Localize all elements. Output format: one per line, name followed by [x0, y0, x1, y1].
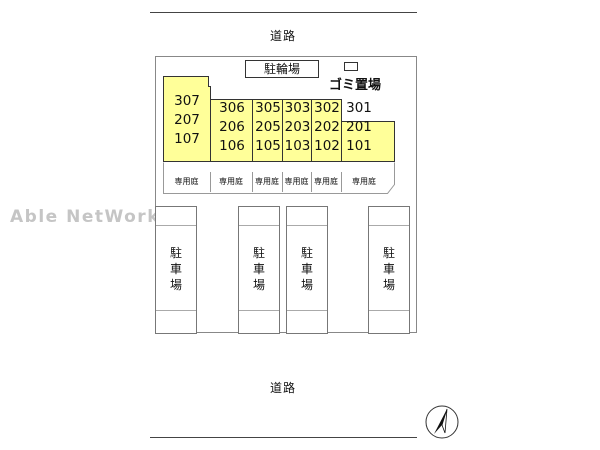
parking-area: 駐 車 場 [286, 206, 328, 334]
private-garden: 専用庭 [352, 177, 376, 186]
parking-label: 駐 車 場 [252, 246, 265, 292]
unit-column-307: 307 207 107 [165, 92, 209, 149]
unit-number: 107 [174, 131, 200, 147]
unit-column-306: 306 206 106 [211, 99, 253, 156]
garbage-area-label: ゴミ置場 [329, 78, 382, 93]
unit-number: 305 [255, 100, 281, 116]
unit-number: 203 [284, 119, 311, 135]
parking-area: 駐 車 場 [238, 206, 280, 334]
unit-number: 102 [314, 138, 340, 154]
unit-column-303: 303 203 103 [283, 99, 312, 156]
parking-label: 駐 車 場 [300, 246, 313, 292]
parking-area: 駐 車 場 [155, 206, 197, 334]
unit-number: 307 [174, 93, 200, 109]
unit-number: 106 [219, 138, 245, 154]
private-garden: 専用庭 [252, 172, 283, 192]
apartment-building: 307 207 107 306 206 106 305 205 105 303 … [163, 76, 395, 162]
garden-outline [163, 162, 395, 194]
private-garden: 専用庭 [311, 172, 342, 192]
unit-number: 205 [255, 119, 281, 135]
unit-number: 303 [284, 100, 311, 116]
unit-column-301: 301 201 101 [342, 99, 376, 156]
private-gardens: 専用庭 専用庭 専用庭 専用庭 専用庭 専用庭 [163, 172, 393, 192]
bicycle-parking: 駐輪場 [245, 60, 319, 78]
unit-number: 101 [346, 138, 372, 154]
bottom-road-label: 道路 [270, 381, 297, 395]
unit-number: 206 [219, 119, 245, 135]
unit-column-302: 302 202 102 [312, 99, 342, 156]
unit-number: 207 [174, 112, 200, 128]
north-arrow-icon [425, 405, 459, 439]
unit-number: 301 [346, 100, 372, 116]
unit-number: 306 [219, 100, 245, 116]
top-road-line [150, 12, 417, 13]
unit-column-305: 305 205 105 [253, 99, 283, 156]
garbage-box-icon [344, 62, 358, 71]
unit-number: 105 [255, 138, 281, 154]
parking-label: 駐 車 場 [382, 246, 395, 292]
site-boundary-top [155, 56, 417, 57]
parking-area: 駐 車 場 [368, 206, 410, 334]
watermark: Able NetWork [10, 207, 160, 227]
unit-number: 201 [346, 119, 372, 135]
unit-number: 302 [314, 100, 340, 116]
building-outline [163, 76, 395, 162]
parking-label: 駐 車 場 [169, 246, 182, 292]
private-garden: 専用庭 [163, 172, 211, 192]
bottom-road-line [150, 437, 417, 438]
unit-number: 202 [314, 119, 340, 135]
private-garden: 専用庭 [210, 172, 253, 192]
site-boundary-right [416, 56, 417, 333]
site-boundary-left [155, 56, 156, 333]
unit-number: 103 [284, 138, 311, 154]
top-road-label: 道路 [270, 29, 297, 43]
private-garden: 専用庭 [282, 172, 312, 192]
